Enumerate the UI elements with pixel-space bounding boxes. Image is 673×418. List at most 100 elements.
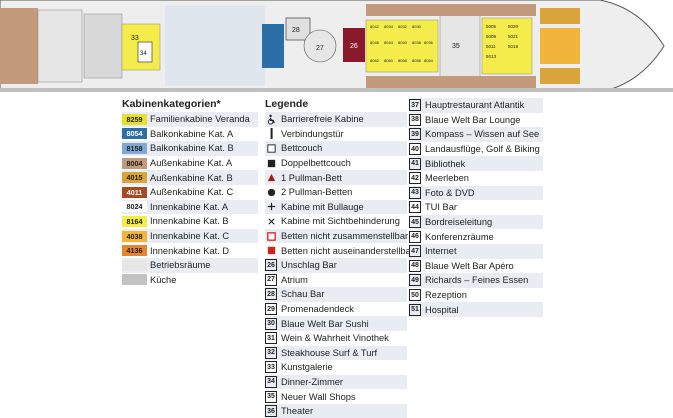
venue-number: 30 [265,317,277,330]
category-label: Außenkabine Kat. C [150,187,234,198]
venue-label: Kompass – Wissen auf See [425,129,540,140]
cabin-number: 5005 [486,24,497,29]
atrium-circle [303,29,337,63]
cabin-block-fore [481,17,533,75]
beds-not-separable-icon [265,245,277,257]
venue-35-area [439,13,481,79]
legend-symbol-label: Betten nicht auseinanderstellbar [281,245,414,256]
blue-strip [262,24,284,68]
beds-joinable-icon [265,230,277,242]
legend-symbol-row: Bettcouch [265,141,407,156]
cabin-number-labels-mid: 8042 8034 8032 8030 8046 8044 8040 8038 … [370,24,434,63]
venue-label: Theater [281,406,314,417]
cabin-number: 8042 [370,24,380,29]
venue-number: 44 [409,201,421,214]
venue-26 [343,28,365,62]
venue-label: Hauptrestaurant Atlantik [425,100,525,111]
venue-label: Atrium [281,274,308,285]
cabin-number: 5009 [486,34,497,39]
pullman-bed-icon [265,172,277,184]
connecting-door-icon [265,128,277,140]
sofa-bed-icon [265,142,277,154]
category-swatch [122,274,147,286]
venue-number: 42 [409,172,421,185]
double-sofa-bed-icon [265,157,277,169]
cabin-number: 8034 [384,24,394,29]
outer-cabins-bottom [366,76,536,88]
venue-label: Neuer Wall Shops [281,391,356,402]
venue-label-35: 35 [452,43,460,50]
legend-symbol-label: Kabine mit Bullauge [281,201,364,212]
cabin-category-row: Küche [122,273,258,288]
category-swatch: 8024 [122,201,147,213]
venue-label-26: 26 [350,43,358,50]
cabin-number: 8036 [424,40,434,45]
venue-label-28: 28 [292,27,300,34]
obstructed-view-icon [265,215,277,227]
category-swatch: 8054 [122,128,147,140]
category-label: Balkonkabine Kat. B [150,143,234,154]
venue-number: 49 [409,274,421,287]
venue-number: 51 [409,303,421,316]
cabin-category-row: Betriebsräume [122,257,258,273]
deck-plan: 33 34 28 27 26 5005 5009 5011 5013 5020 … [0,0,673,92]
venue-number: 46 [409,230,421,243]
cabin-number: 8054 [424,58,434,63]
venue-34 [137,41,153,63]
venue-label-27: 27 [316,45,324,52]
venue-number: 28 [265,288,277,301]
category-label: Betriebsräume [150,260,211,271]
category-label: Küche [150,274,177,285]
legend-symbol-row: Kabine mit Sichtbehinderung [265,214,407,229]
cabin-number: 8056 [412,58,422,63]
venue-row: 31 Wein & Wahrheit Vinothek [265,331,407,346]
venue-number: 37 [409,99,421,112]
venue-row: 42 Meerleben [409,171,543,186]
venue-label: Kunstgalerie [281,362,333,373]
cabin-categories-heading: Kabinenkategorien* [122,98,221,110]
venue-label: Promenadendeck [281,304,354,315]
legend-symbol-row: Betten nicht auseinanderstellbar [265,243,414,258]
legend-heading: Legende [265,98,309,110]
venue-label: Schau Bar [281,289,325,300]
category-label: Innenkabine Kat. C [150,231,230,242]
midship-area [165,6,265,86]
venue-label: Dinner-Zimmer [281,376,343,387]
legend-symbol-row: Betten nicht zusammenstellbar [265,228,409,244]
legend-symbol-label: Betten nicht zusammenstellbar [281,231,409,242]
cabin-number: 5021 [508,34,519,39]
venue-number: 32 [265,346,277,359]
venue-label: Wein & Wahrheit Vinothek [281,333,389,344]
venue-row: 37 Hauptrestaurant Atlantik [409,98,543,113]
venue-label: Hospital [425,304,459,315]
cabin-number: 8030 [412,24,422,29]
legend-symbol-row: 1 Pullman-Bett [265,170,407,185]
outer-cabins-top [366,4,536,16]
venue-number: 50 [409,289,421,302]
venue-number: 39 [409,128,421,141]
legend-symbol-label: 1 Pullman-Bett [281,172,342,183]
venue-label: Steakhouse Surf & Turf [281,347,378,358]
venue-number: 31 [265,332,277,345]
venue-label: Meerleben [425,173,469,184]
cabin-number: 8046 [370,40,380,45]
venue-number: 45 [409,216,421,229]
porthole-icon [265,201,277,213]
